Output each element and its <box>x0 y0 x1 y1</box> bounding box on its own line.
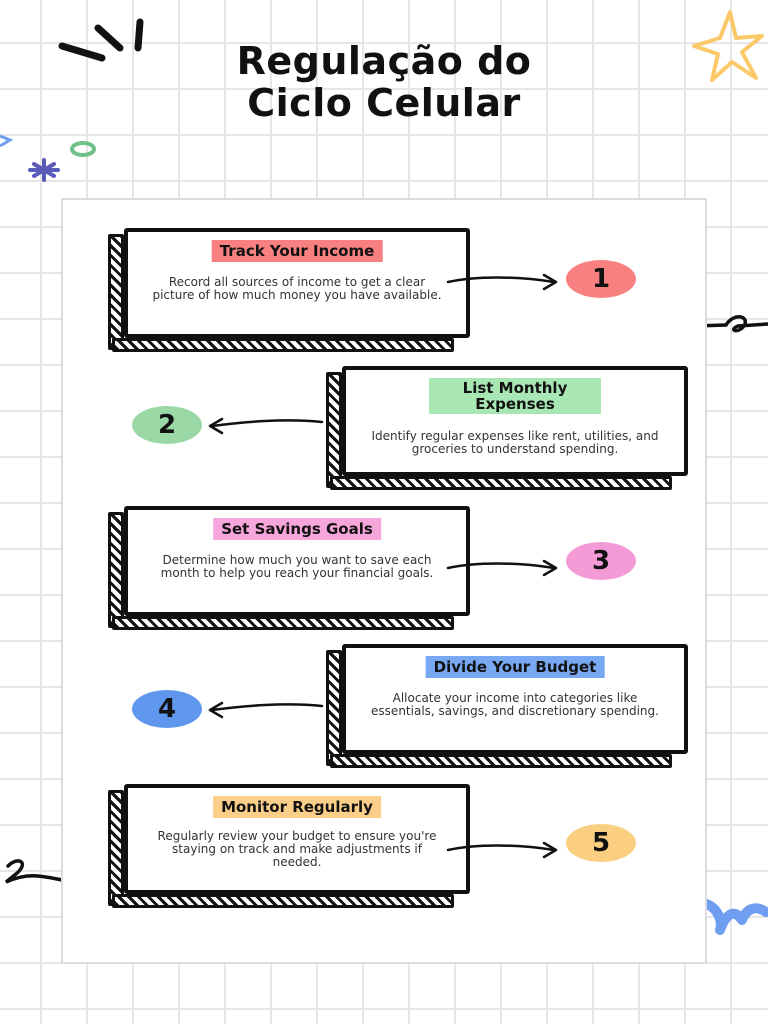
asterisk-icon <box>28 158 60 182</box>
step-number-2: 2 <box>132 406 202 444</box>
squiggle-icon <box>693 898 768 935</box>
step-label-4: Divide Your Budget <box>425 656 605 678</box>
step-description-4: Allocate your income into categories lik… <box>371 691 659 718</box>
squiggle-icon <box>694 315 768 333</box>
step-label-5: Monitor Regularly <box>213 796 381 818</box>
arrow-right-icon <box>446 841 558 859</box>
title-line-2: Ciclo Celular <box>247 81 521 125</box>
step-card-5: Monitor Regularly Regularly review your … <box>108 784 470 908</box>
step-description-1: Record all sources of income to get a cl… <box>152 275 442 302</box>
burst-lines-icon <box>58 18 144 62</box>
step-card-3: Set Savings Goals Determine how much you… <box>108 506 470 630</box>
step-card-2: List Monthly Expenses Identify regular e… <box>326 366 688 490</box>
step-description-2: Identify regular expenses like rent, uti… <box>371 429 659 456</box>
title-line-1: Regulação do <box>236 39 532 83</box>
step-label-3: Set Savings Goals <box>213 518 381 540</box>
step-number-1: 1 <box>566 260 636 298</box>
step-description-3: Determine how much you want to save each… <box>160 553 434 580</box>
page-title: Regulação do Ciclo Celular <box>0 40 768 124</box>
step-label-2: List Monthly Expenses <box>429 378 601 414</box>
step-number-3: 3 <box>566 542 636 580</box>
arrow-right-icon <box>446 273 558 291</box>
step-card-4: Divide Your Budget Allocate your income … <box>326 644 688 768</box>
star-icon <box>692 10 764 82</box>
step-number-4: 4 <box>132 690 202 728</box>
squiggle-icon <box>4 859 64 884</box>
step-label-1: Track Your Income <box>211 240 383 262</box>
arrow-left-icon <box>208 701 324 719</box>
step-card-1: Track Your Income Record all sources of … <box>108 228 470 352</box>
step-number-5: 5 <box>566 824 636 862</box>
arrow-left-icon <box>208 417 324 435</box>
ring-icon <box>70 141 96 157</box>
step-description-5: Regularly review your budget to ensure y… <box>157 829 437 869</box>
arrow-right-icon <box>446 559 558 577</box>
squiggle-icon <box>0 134 14 148</box>
